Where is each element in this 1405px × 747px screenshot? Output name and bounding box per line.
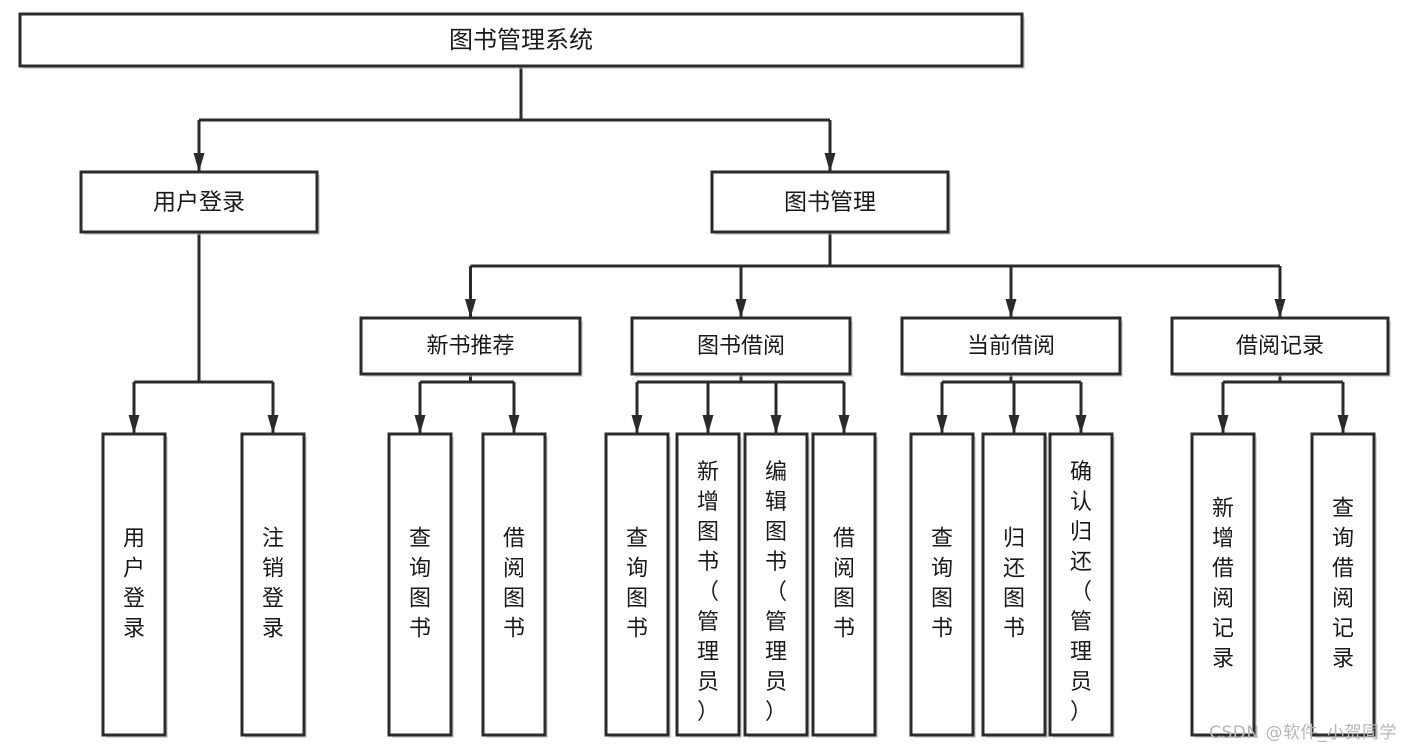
arrowhead-icon [1005, 299, 1017, 318]
node-leaf-logout[interactable]: 注销登录 [240, 432, 307, 738]
node-box[interactable] [981, 432, 1047, 737]
node-leaf-cb-return[interactable]: 归还图书 [981, 432, 1048, 738]
node-user-login[interactable]: 用户登录 [79, 170, 320, 235]
arrowhead-icon [465, 299, 476, 318]
connector-group-book-manage [465, 232, 1286, 318]
node-label: 当前借阅 [967, 334, 1055, 359]
arrowhead-icon [824, 153, 836, 172]
arrowhead-icon [936, 415, 948, 434]
node-book-borrow[interactable]: 图书借阅 [630, 316, 853, 377]
node-label: 借阅图书 [503, 527, 525, 642]
node-leaf-cb-query[interactable]: 查询图书 [909, 432, 976, 738]
node-box[interactable] [1310, 432, 1376, 737]
node-label: 图书管理系统 [449, 26, 593, 54]
node-box[interactable] [710, 170, 950, 234]
node-leaf-user-login[interactable]: 用户登录 [101, 432, 168, 738]
node-box[interactable] [604, 432, 670, 737]
node-box[interactable] [387, 432, 453, 737]
node-box[interactable] [743, 432, 809, 737]
node-layer: 图书管理系统用户登录图书管理新书推荐图书借阅当前借阅借阅记录用户登录注销登录查询… [18, 12, 1391, 738]
csdn-watermark: CSDN @软件_小贺同学 [1209, 723, 1397, 743]
node-label: 图书借阅 [697, 334, 785, 359]
node-leaf-rec-query[interactable]: 查询图书 [387, 432, 454, 738]
node-label: 用户登录 [123, 527, 145, 642]
node-label: 查询图书 [409, 527, 431, 642]
node-label: 查询图书 [931, 527, 953, 642]
node-leaf-cb-confirm[interactable]: 确认归还（管理员） [1048, 432, 1115, 738]
arrowhead-icon [1008, 415, 1020, 434]
arrowhead-icon [1217, 415, 1229, 434]
node-box[interactable] [18, 12, 1024, 68]
node-label: 编辑图书（管理员） [765, 460, 787, 725]
node-borrow-record[interactable]: 借阅记录 [1170, 316, 1391, 377]
arrowhead-icon [267, 415, 279, 434]
node-leaf-rec-borrow[interactable]: 借阅图书 [481, 432, 548, 738]
arrowhead-icon [838, 415, 850, 434]
node-box[interactable] [1048, 432, 1114, 737]
node-leaf-bb-edit[interactable]: 编辑图书（管理员） [743, 432, 810, 738]
connector-group-user-login [128, 232, 279, 434]
arrowhead-icon [193, 153, 205, 172]
node-label: 用户登录 [153, 190, 245, 216]
node-box[interactable] [101, 432, 167, 737]
arrowhead-icon [508, 415, 520, 434]
arrowhead-icon [1337, 415, 1349, 434]
node-box[interactable] [1190, 432, 1256, 737]
node-label: 归还图书 [1003, 527, 1025, 642]
node-label: 图书管理 [784, 190, 876, 216]
node-label: 借阅记录 [1236, 334, 1324, 359]
node-label: 新增借阅记录 [1212, 497, 1234, 672]
connector-group-current-borrow [936, 374, 1087, 434]
node-label: 查询图书 [626, 527, 648, 642]
node-box[interactable] [240, 432, 306, 737]
node-book-manage[interactable]: 图书管理 [710, 170, 951, 235]
node-box[interactable] [811, 432, 877, 737]
node-current-borrow[interactable]: 当前借阅 [900, 316, 1123, 377]
arrowhead-icon [702, 415, 714, 434]
node-root[interactable]: 图书管理系统 [18, 12, 1025, 69]
node-new-book-rec[interactable]: 新书推荐 [359, 316, 583, 377]
node-box[interactable] [79, 170, 319, 234]
arrowhead-icon [735, 299, 747, 318]
node-leaf-bb-query[interactable]: 查询图书 [604, 432, 671, 738]
node-label: 注销登录 [262, 527, 284, 642]
connector-group-root [193, 66, 836, 172]
connector-layer [128, 66, 1349, 434]
node-leaf-br-add[interactable]: 新增借阅记录 [1190, 432, 1257, 738]
node-label: 查询借阅记录 [1332, 497, 1354, 672]
node-box[interactable] [359, 316, 582, 376]
arrowhead-icon [770, 415, 782, 434]
node-box[interactable] [481, 432, 547, 737]
node-box[interactable] [900, 316, 1122, 376]
connector-group-borrow-record [1217, 374, 1349, 434]
arrowhead-icon [128, 415, 140, 434]
node-box[interactable] [675, 432, 741, 737]
node-box[interactable] [630, 316, 852, 376]
node-label: 借阅图书 [833, 527, 855, 642]
arrowhead-icon [1274, 299, 1286, 318]
node-leaf-bb-borrow[interactable]: 借阅图书 [811, 432, 878, 738]
connector-group-book-borrow [631, 374, 850, 434]
arrowhead-icon [1075, 415, 1087, 434]
node-leaf-bb-add[interactable]: 新增图书（管理员） [675, 432, 742, 738]
node-label: 确认归还（管理员） [1070, 460, 1092, 725]
node-leaf-br-query[interactable]: 查询借阅记录 [1310, 432, 1377, 738]
connector-group-new-book-rec [414, 374, 520, 434]
arrowhead-icon [414, 415, 426, 434]
node-box[interactable] [1170, 316, 1390, 376]
node-label: 新书推荐 [426, 334, 514, 359]
arrowhead-icon [631, 415, 643, 434]
node-label: 新增图书（管理员） [697, 460, 719, 725]
node-box[interactable] [909, 432, 975, 737]
